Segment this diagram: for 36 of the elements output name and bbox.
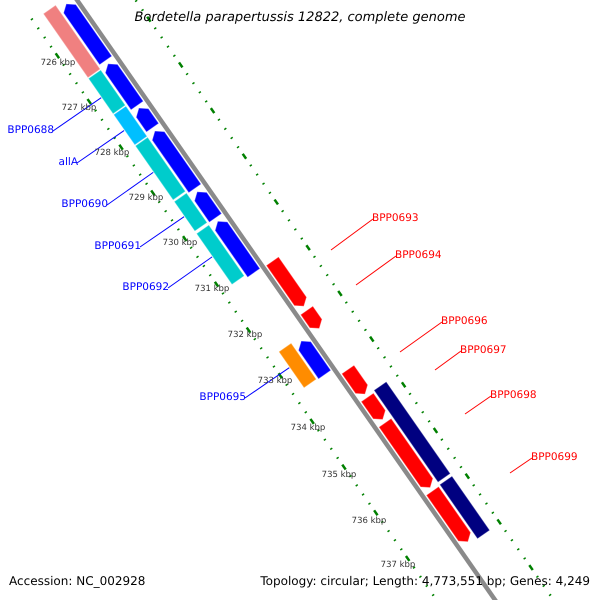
leader-line [510,458,532,474]
gene-label: allA [58,157,78,168]
leader-line [76,130,125,164]
gene-label: BPP0696 [441,316,488,326]
title: Bordetella parapertussis 12822, complete genome [134,11,466,24]
gene-bar [112,105,148,146]
scale-label: 737 kbp [380,561,416,570]
scale-label: 736 kbp [352,517,386,526]
gene-label: BPP0688 [7,125,54,136]
leader-line [52,97,102,132]
gene-label: BPP0694 [395,250,442,260]
gene-label: BPP0699 [531,452,578,462]
gene-label: BPP0693 [372,213,419,224]
leader-line [356,256,396,286]
scale-label: 729 kbp [128,194,164,202]
footer-text: Accession: NC_002928 [9,575,146,587]
scale-label: 735 kbp [322,471,356,480]
gene-label: BPP0698 [490,390,537,400]
gene-label: BPP0691 [94,241,141,252]
gene-bar [196,224,245,286]
gene-label: BPP0690 [61,199,108,210]
scale-label: 734 kbp [290,424,326,432]
footer-text: Topology: circular; Length: 4,773,551 bp; Genes: 4,249 [260,575,590,587]
leader-line [434,350,462,370]
leader-line [106,172,154,206]
leader-line [464,396,492,414]
leader-line [400,322,442,352]
gene-label: BPP0697 [460,345,507,356]
gene-label: BPP0692 [122,282,169,292]
gene-bar [278,342,317,389]
gene-label: BPP0695 [199,392,246,402]
leader-line [140,216,185,248]
scale-label: 730 kbp [162,239,198,248]
leader-line [330,218,374,250]
gene-bar [174,192,208,232]
scale-label: 728 kbp [94,149,130,158]
